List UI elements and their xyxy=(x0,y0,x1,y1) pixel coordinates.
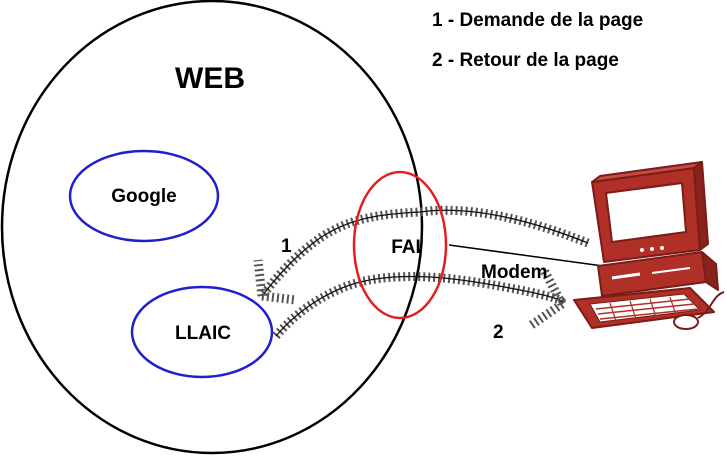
legend-step-1: 1 - Demande de la page xyxy=(432,10,644,31)
return-number: 2 xyxy=(493,322,504,343)
google-label: Google xyxy=(111,186,176,207)
web-title: WEB xyxy=(175,62,245,95)
llaic-node xyxy=(130,285,274,379)
fai-label: FAI xyxy=(391,237,421,258)
fai-node xyxy=(352,170,448,320)
request-path xyxy=(253,205,590,305)
modem-link xyxy=(448,244,604,267)
desktop-computer-icon xyxy=(573,161,725,330)
return-path xyxy=(272,267,567,339)
google-node xyxy=(68,149,220,243)
legend-step-2: 2 - Retour de la page xyxy=(432,50,619,71)
request-number: 1 xyxy=(281,236,292,257)
llaic-label: LLAIC xyxy=(175,323,231,344)
web-circle xyxy=(0,0,424,455)
modem-label: Modem xyxy=(481,262,548,283)
